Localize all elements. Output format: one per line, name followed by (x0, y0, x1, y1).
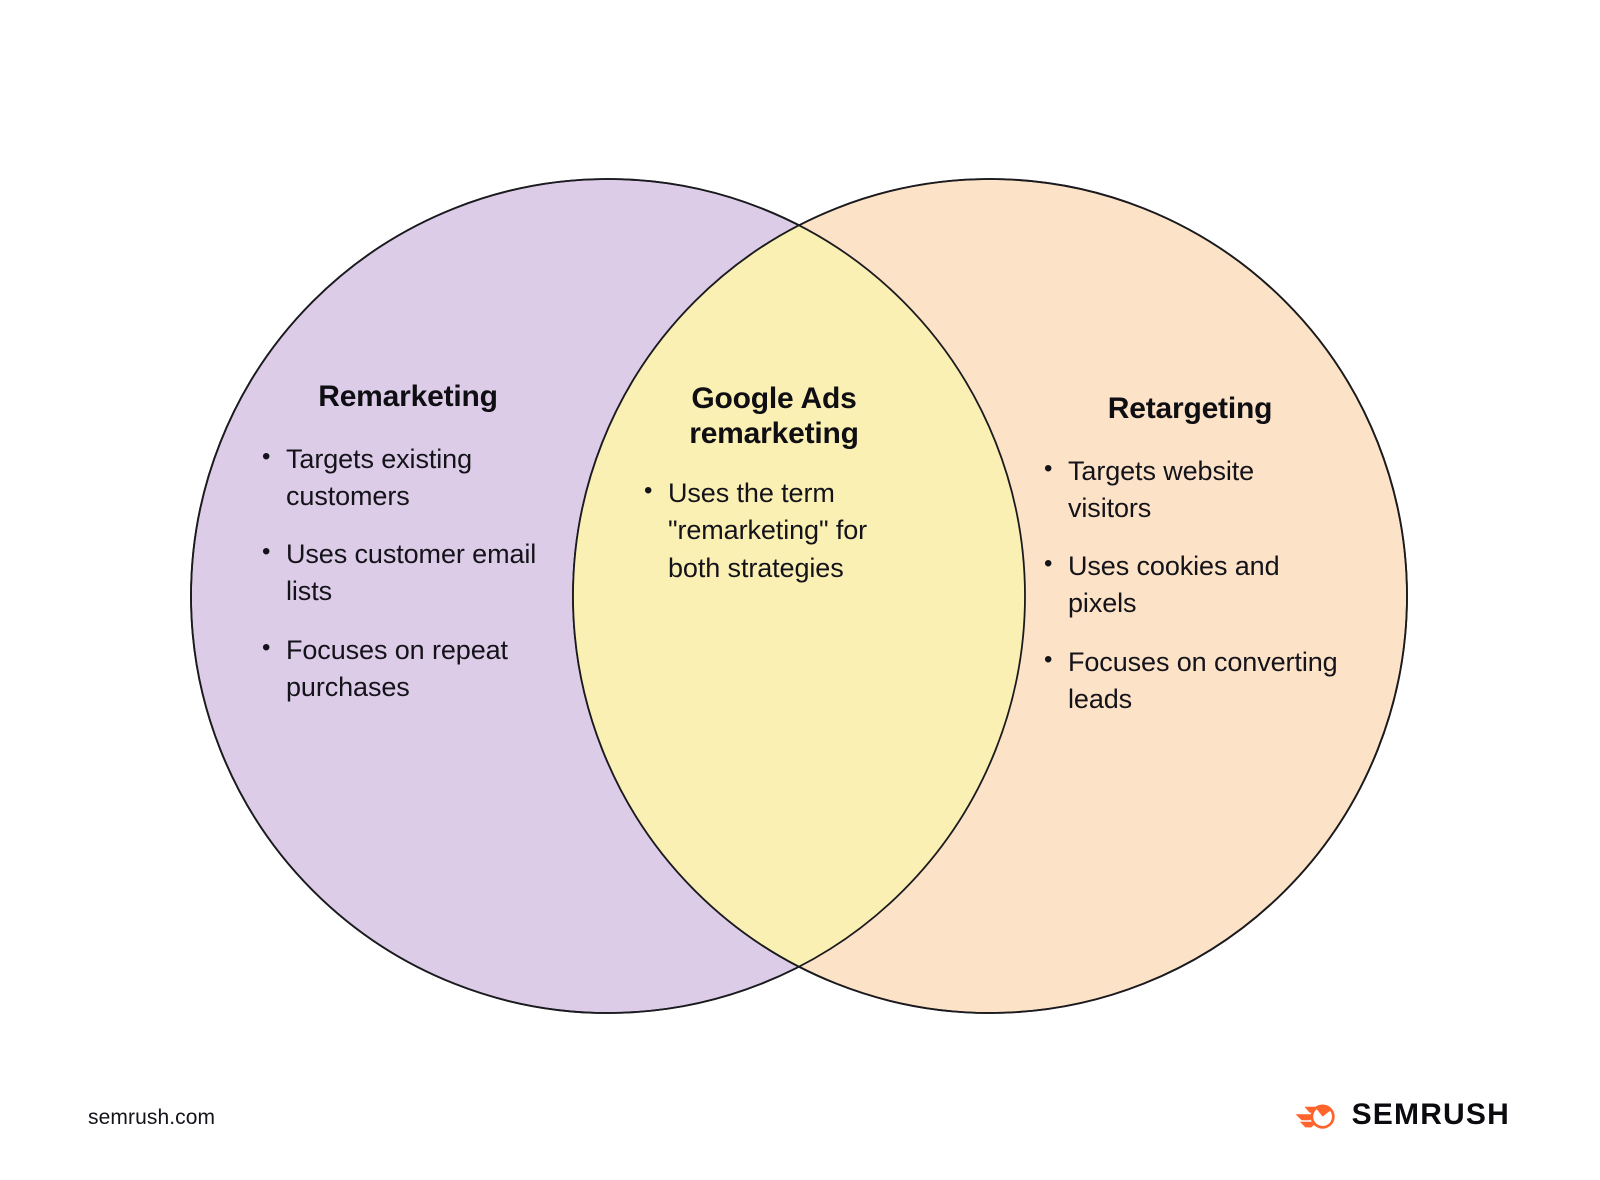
site-url-label: semrush.com (88, 1106, 216, 1129)
venn-title-google-ads-remarketing: Google Ads remarketing (689, 382, 859, 450)
venn-section-google-ads-remarketing: Google Ads remarketing Uses the term "re… (640, 382, 908, 587)
venn-title-retargeting: Retargeting (1107, 392, 1273, 425)
venn-title-remarketing: Remarketing (318, 380, 498, 413)
list-item: Uses the term "remarketing" for both str… (640, 474, 908, 587)
list-item: Uses cookies and pixels (1040, 547, 1340, 623)
venn-lens-google-ads-remarketing (573, 179, 1025, 1013)
venn-bullets-google-ads-remarketing: Uses the term "remarketing" for both str… (640, 474, 908, 587)
list-item: Focuses on repeat purchases (258, 631, 558, 707)
venn-section-remarketing: Remarketing Targets existing customers U… (258, 380, 558, 706)
list-item: Focuses on converting leads (1040, 643, 1340, 719)
venn-outline-retargeting (572, 178, 1408, 1014)
venn-bullets-retargeting: Targets website visitors Uses cookies an… (1040, 452, 1340, 719)
footer: semrush.com SEMRUSH (0, 1060, 1600, 1180)
list-item: Targets existing customers (258, 440, 558, 516)
semrush-logo: SEMRUSH (1293, 1098, 1510, 1132)
list-item: Uses customer email lists (258, 535, 558, 611)
list-item: Targets website visitors (1040, 452, 1340, 528)
semrush-wordmark: SEMRUSH (1351, 1098, 1510, 1131)
venn-outline-remarketing (190, 178, 1026, 1014)
venn-section-retargeting: Retargeting Targets website visitors Use… (1040, 392, 1340, 718)
semrush-comet-icon (1295, 1104, 1335, 1129)
venn-bullets-remarketing: Targets existing customers Uses customer… (258, 440, 558, 707)
